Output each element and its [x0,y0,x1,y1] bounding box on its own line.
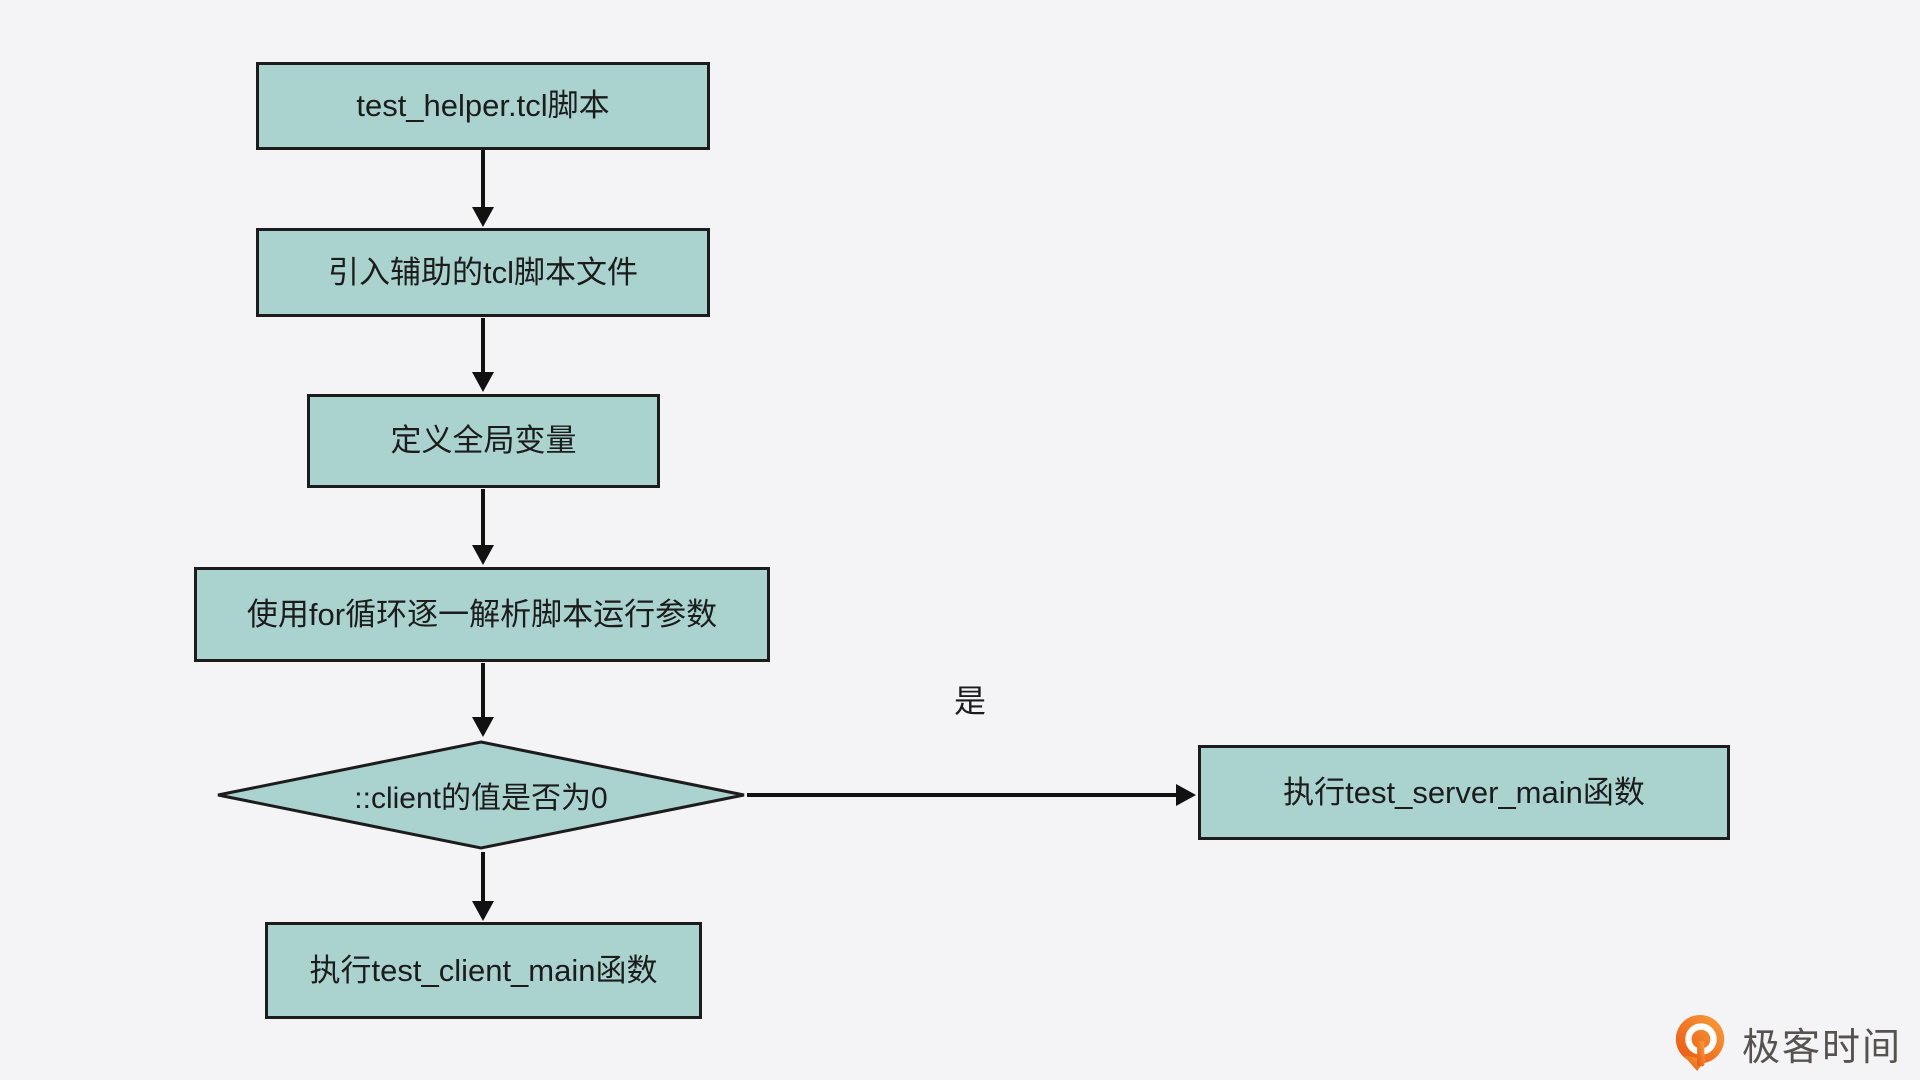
edge-label-yes: 是 [954,683,987,719]
flow-node-parse: 使用for循环逐一解析脚本运行参数 [194,567,770,662]
arrow-decision-to-server [747,784,1196,806]
flow-node-client-label: 执行test_client_main函数 [309,952,658,988]
flow-node-parse-label: 使用for循环逐一解析脚本运行参数 [246,596,718,632]
flow-node-start: test_helper.tcl脚本 [256,62,710,150]
flow-node-import-label: 引入辅助的tcl脚本文件 [328,254,638,290]
geektime-logo-icon [1675,1014,1725,1072]
arrow-decision-to-client [472,852,494,921]
decision-diamond-shape [217,740,745,850]
flow-node-globals-label: 定义全局变量 [390,423,577,459]
arrow-globals-to-parse [472,489,494,565]
flow-node-server: 执行test_server_main函数 [1198,745,1730,840]
flow-node-client: 执行test_client_main函数 [265,922,702,1019]
flow-node-globals: 定义全局变量 [307,394,660,488]
flow-node-start-label: test_helper.tcl脚本 [356,88,610,124]
arrow-import-to-globals [472,318,494,392]
flow-node-decision: ::client的值是否为0 [215,739,747,851]
brand-logo-text: 极客时间 [1741,1026,1902,1069]
arrow-start-to-import [472,150,494,227]
flow-node-decision-label: ::client的值是否为0 [354,782,608,815]
brand-logo: 极客时间 [1672,1014,1902,1072]
flow-node-server-label: 执行test_server_main函数 [1283,774,1645,810]
flow-node-import: 引入辅助的tcl脚本文件 [256,228,710,317]
arrow-parse-to-decision [472,663,494,737]
